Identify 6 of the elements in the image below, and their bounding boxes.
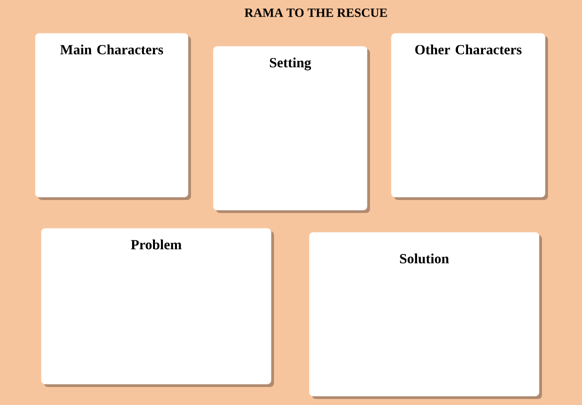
text-box: Setting xyxy=(213,46,370,213)
text-box: Solution xyxy=(309,232,542,399)
text-box: Main Characters xyxy=(35,33,191,200)
text-box: Problem xyxy=(41,228,274,387)
text-box: Other Characters xyxy=(391,33,548,200)
title: RAMA TO THE RESCUE xyxy=(244,8,387,17)
